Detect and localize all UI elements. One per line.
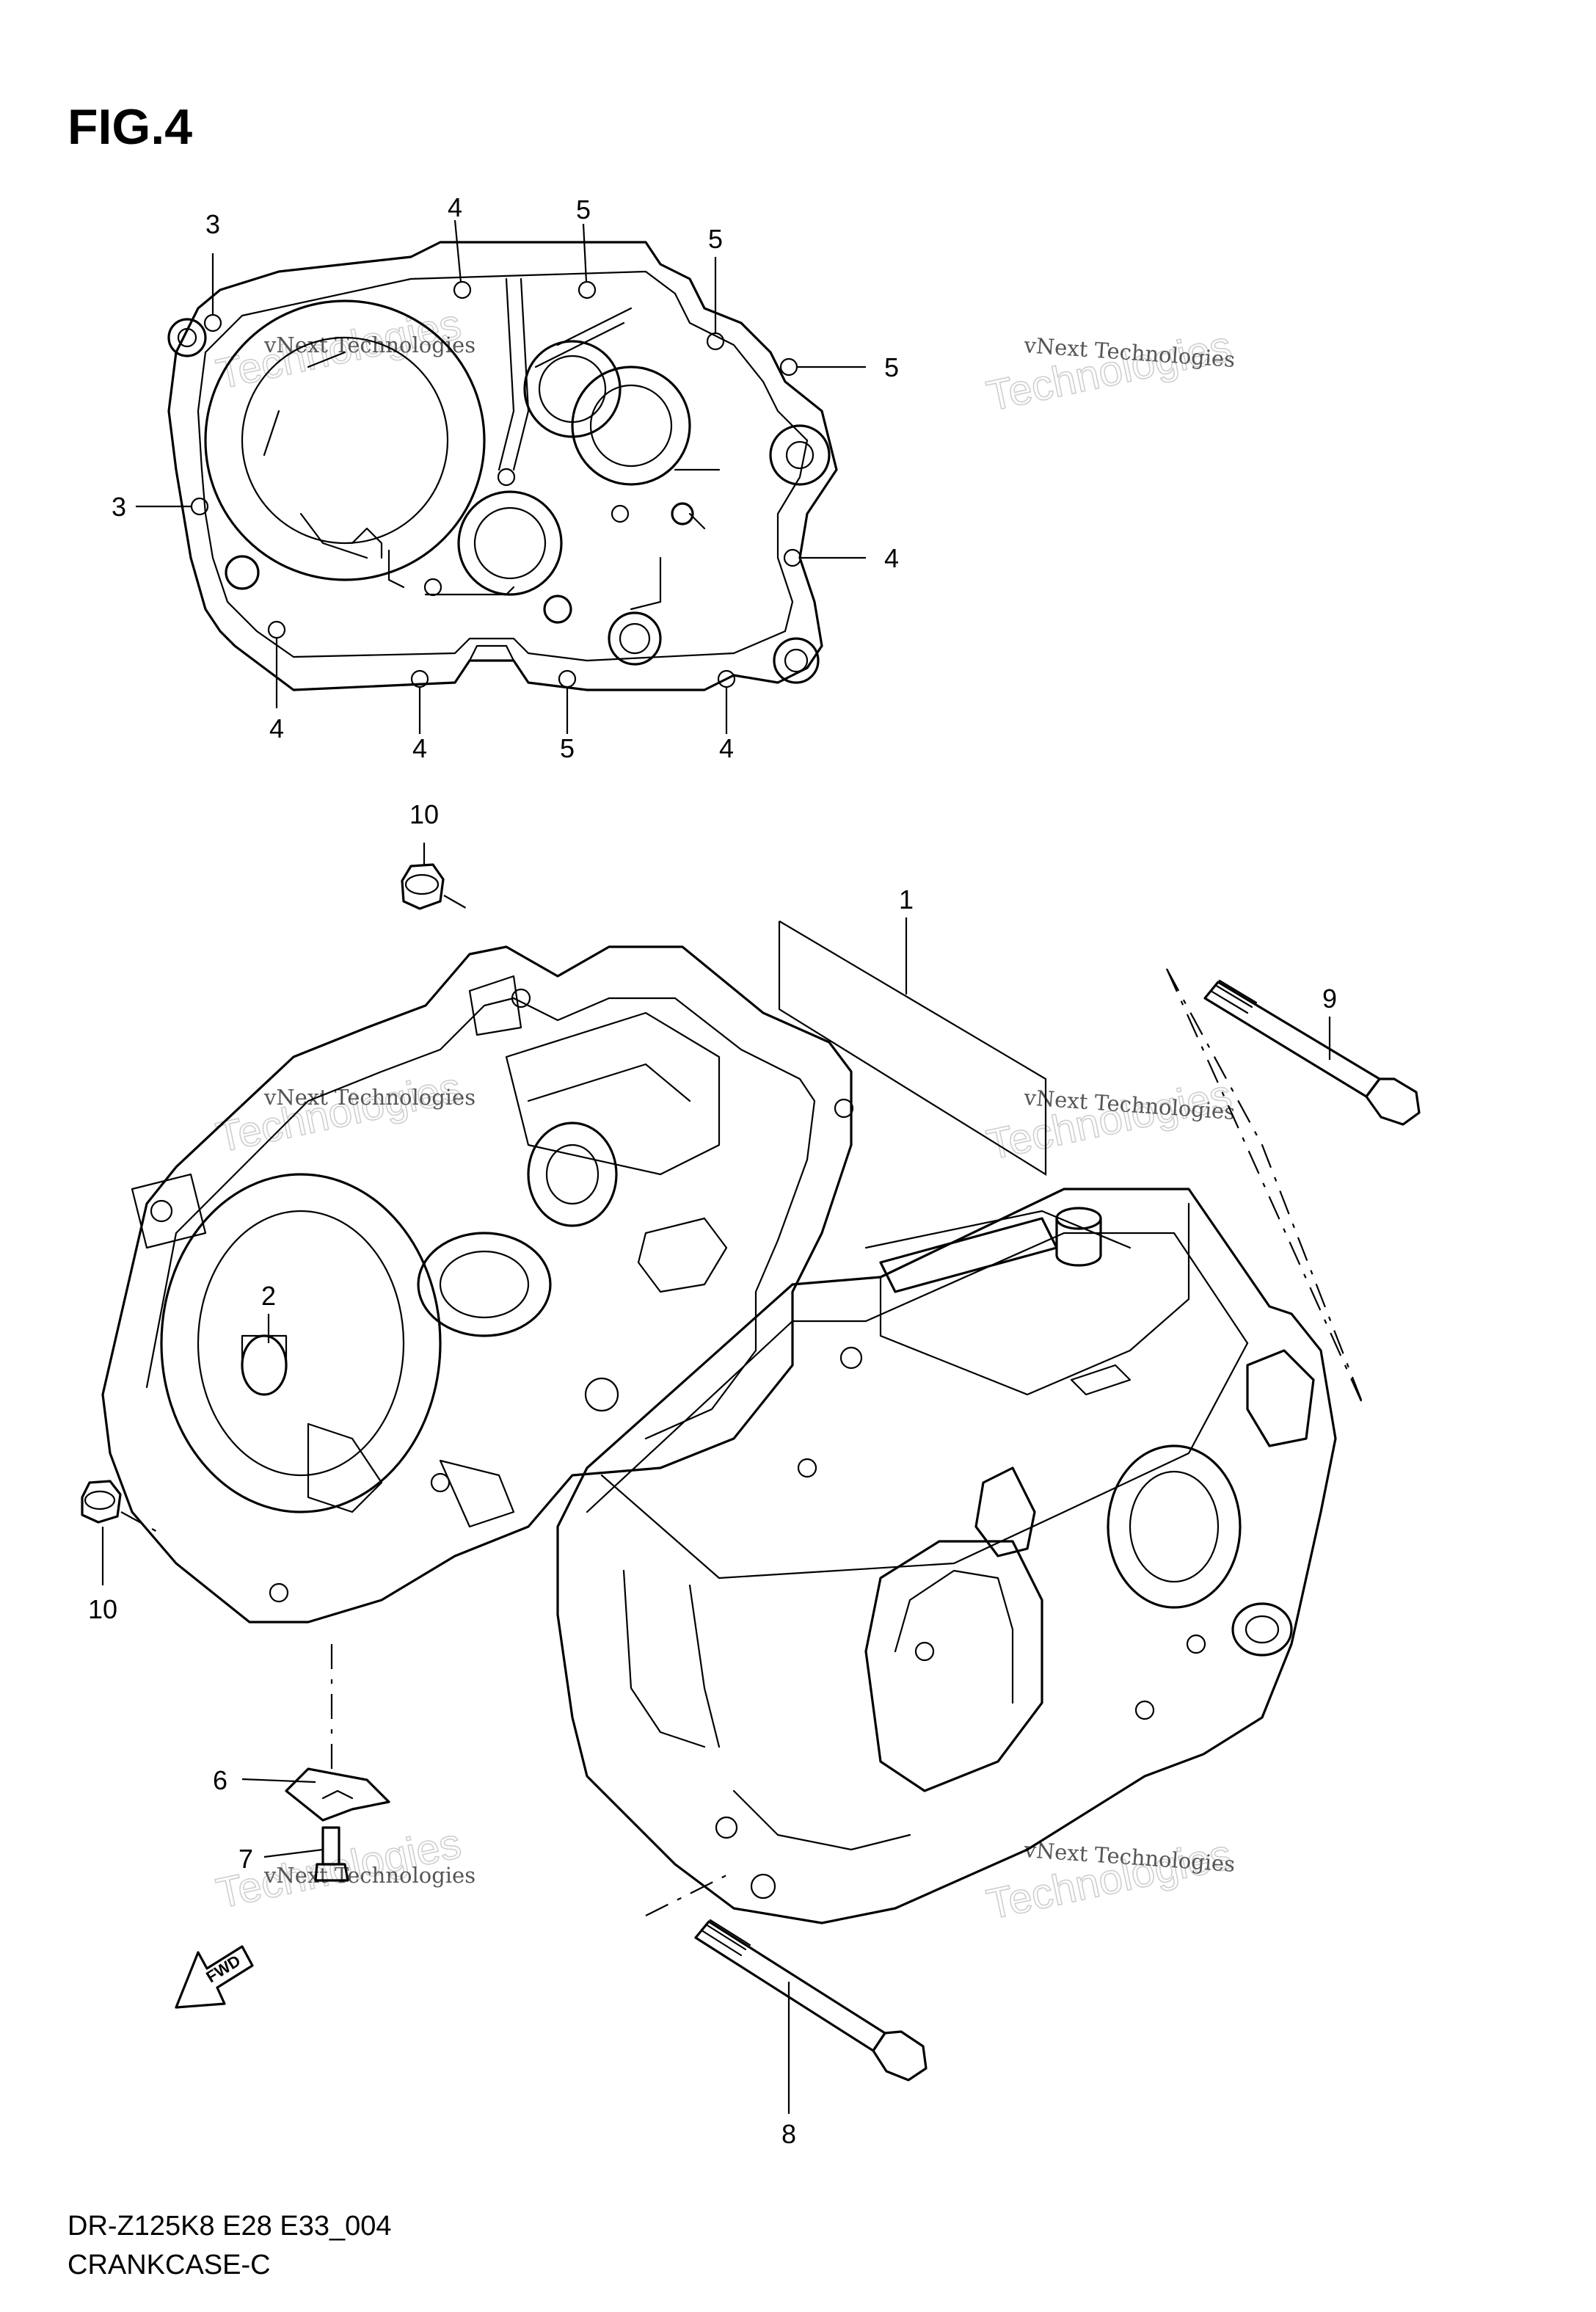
part-7-bolt — [263, 1826, 349, 1882]
footer-name: CRANKCASE-C — [68, 2250, 271, 2280]
crankcase-left-half — [101, 945, 854, 1624]
watermark-small-5: vNext Technologies — [263, 1863, 475, 1888]
callout-9: 9 — [1322, 984, 1337, 1014]
callout-7: 7 — [238, 1844, 253, 1874]
top-callout-leaders — [136, 219, 866, 734]
part-8-bolt — [645, 1871, 928, 2114]
callout-1: 1 — [899, 884, 914, 915]
callout-5-right: 5 — [884, 352, 899, 382]
part-9-bolt — [1165, 968, 1421, 1410]
fwd-arrow-label: FWD — [203, 1951, 244, 1986]
callout-6: 6 — [213, 1765, 227, 1795]
footer-code: DR-Z125K8 E28 E33_004 — [68, 2211, 392, 2242]
watermark-group: Technologies vNext Technologies Technolo… — [211, 299, 1236, 1930]
callout-3-left: 3 — [112, 492, 126, 522]
callout-4-right: 4 — [884, 543, 899, 573]
part-6-clamp — [241, 1644, 390, 1822]
fwd-arrow-icon: FWD — [175, 1945, 254, 2009]
callout-5-top-b: 5 — [708, 224, 723, 254]
watermark-small-3: vNext Technologies — [263, 1085, 475, 1110]
callout-4-bottom-a: 4 — [269, 713, 284, 744]
callout-8: 8 — [781, 2119, 796, 2149]
callout-10-top: 10 — [409, 799, 439, 829]
callout-2: 2 — [261, 1281, 276, 1311]
part-10-nut-left — [81, 1480, 162, 1585]
part-10-nut-top — [401, 843, 470, 911]
figure-title: FIG.4 — [68, 99, 192, 155]
crankcase-face-view — [136, 219, 866, 734]
callout-5-top-a: 5 — [576, 195, 591, 225]
watermark-big-2: Technologies — [983, 322, 1236, 421]
callout-5-bottom: 5 — [560, 733, 575, 763]
callout-4-bottom-b: 4 — [412, 733, 427, 763]
watermark-small-1: vNext Technologies — [263, 332, 475, 357]
watermark-big-3: Technologies — [212, 1064, 465, 1162]
callout-4-top: 4 — [448, 192, 462, 222]
callout-3-top: 3 — [205, 209, 220, 239]
callout-10-left: 10 — [88, 1594, 117, 1624]
callout-4-bottom-c: 4 — [719, 733, 734, 763]
crankcase-right-half — [556, 1188, 1337, 1924]
bracket-part-1 — [778, 917, 1047, 1176]
